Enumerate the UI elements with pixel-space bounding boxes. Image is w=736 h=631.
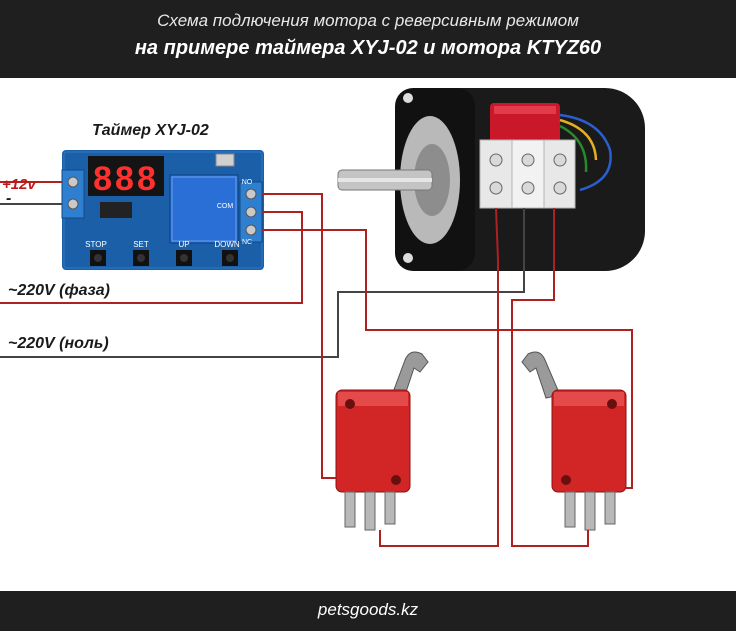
timer-title: Таймер XYJ-02: [92, 122, 209, 139]
btn-up-label: UP: [178, 240, 189, 249]
btn-stop-label: STOP: [85, 240, 107, 249]
plus-12v-label: +12v: [2, 176, 36, 193]
wire-neutral: [0, 208, 525, 358]
limit-switch-right: [521, 351, 627, 531]
neutral-label: ~220V (ноль): [8, 335, 109, 352]
btn-set-label: SET: [133, 240, 149, 249]
phase-label: ~220V (фаза): [8, 282, 110, 299]
wire-no-left-switch: [262, 193, 336, 479]
wire-left-switch-motor: [379, 207, 499, 547]
btn-down-label: DOWN: [214, 240, 240, 249]
footer-bar: petsgoods.kz: [0, 591, 736, 631]
timer-display: 888: [93, 160, 159, 198]
wire-right-switch-motor: [511, 208, 589, 547]
header-title: на примере таймера XYJ-02 и мотора KTYZ6…: [134, 37, 602, 59]
terminal-no-label: NO: [242, 179, 253, 186]
terminal-nc-label: NC: [242, 239, 252, 246]
timer-board: [61, 150, 264, 270]
minus-label: -: [6, 190, 12, 207]
terminal-com-label: COM: [217, 203, 234, 210]
wires: [0, 181, 633, 547]
motor-ktyz60: [337, 88, 645, 271]
header-bar: Схема подлючения мотора с реверсивным ре…: [0, 0, 736, 78]
site-name: petsgoods.kz: [317, 600, 419, 619]
wire-phase-com: [0, 211, 303, 304]
header-subtitle: Схема подлючения мотора с реверсивным ре…: [157, 11, 579, 30]
limit-switch-left: [335, 351, 429, 531]
